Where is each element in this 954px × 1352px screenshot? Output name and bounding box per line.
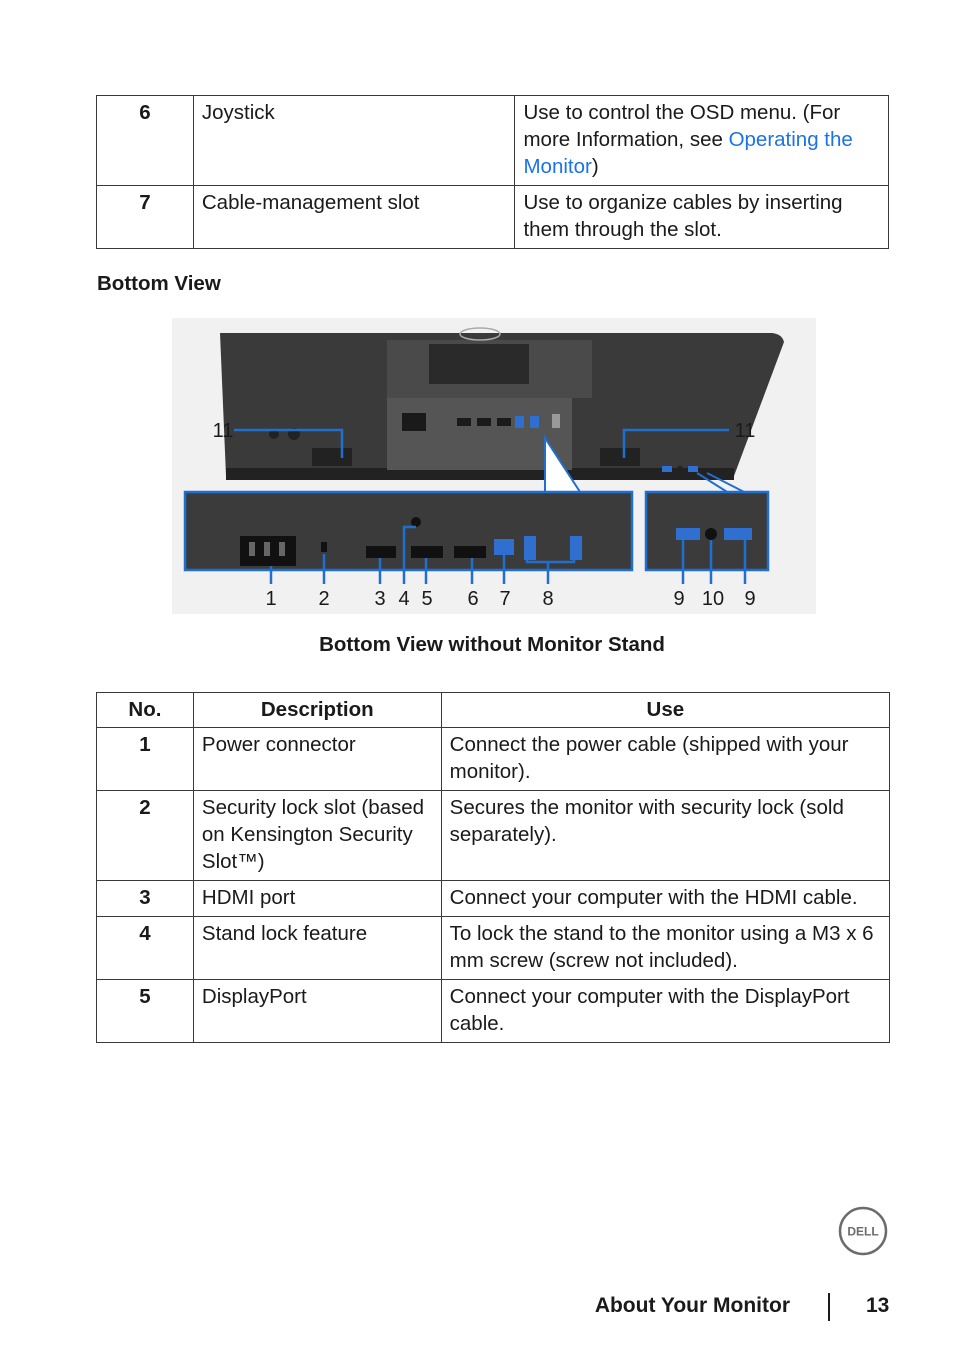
dell-logo-icon: DELL: [838, 1206, 888, 1256]
callout-9-right: 9: [744, 588, 755, 610]
row-number: 4: [96, 916, 194, 980]
hdmi-port-icon: [366, 546, 396, 558]
callout-1: 1: [265, 588, 276, 610]
security-lock-slot-icon: [321, 542, 327, 552]
table-row: 2 Security lock slot (based on Kensingto…: [96, 790, 891, 881]
callout-10: 10: [702, 588, 724, 610]
row-use: Use to organize cables by inserting them…: [514, 185, 889, 249]
callout-7: 7: [499, 588, 510, 610]
callout-5: 5: [421, 588, 432, 610]
row-use-text-end: ): [591, 155, 599, 178]
row-number: 6: [96, 95, 194, 186]
row-use: Connect your computer with the HDMI cabl…: [440, 880, 891, 917]
callout-3: 3: [374, 588, 385, 610]
callout-11-left: 11: [213, 420, 234, 442]
row-use: To lock the stand to the monitor using a…: [440, 916, 891, 980]
callout-2: 2: [318, 588, 329, 610]
row-description: Stand lock feature: [192, 916, 442, 980]
feature-table-continued: 6 Joystick Use to control the OSD menu. …: [96, 95, 889, 249]
callout-11-right: 11: [735, 420, 756, 442]
row-use: Connect the power cable (shipped with yo…: [440, 727, 891, 791]
row-number: 1: [96, 727, 194, 791]
monitor-bottom-view-illustration: 1 2 3 4 5 6 7 8 9 10 9 11 11: [172, 318, 816, 614]
operating-monitor-link[interactable]: Operating the Monitor: [523, 128, 853, 178]
row-description: HDMI port: [192, 880, 442, 917]
table-row: 6 Joystick Use to control the OSD menu. …: [96, 95, 889, 186]
row-use: Use to control the OSD menu. (For more I…: [514, 95, 889, 186]
usb-a-port-2-icon: [724, 528, 752, 540]
usb-a-port-icon: [676, 528, 700, 540]
row-description: Security lock slot (based on Kensington …: [192, 790, 442, 881]
row-number: 3: [96, 880, 194, 917]
usb-c-port-icon: [524, 536, 536, 560]
table-row: 5 DisplayPort Connect your computer with…: [96, 979, 891, 1043]
page-number: 13: [866, 1294, 890, 1317]
callout-9: 9: [673, 588, 684, 610]
dell-emblem-icon: [459, 327, 501, 341]
figure-caption: Bottom View without Monitor Stand: [319, 633, 665, 656]
row-use-text: Use to control the OSD menu. (For more I…: [523, 101, 841, 151]
header-use: Use: [440, 692, 891, 728]
row-description: Cable-management slot: [192, 185, 516, 249]
row-use: Connect your computer with the DisplayPo…: [440, 979, 891, 1043]
row-number: 7: [96, 185, 194, 249]
table-row: 1 Power connector Connect the power cabl…: [96, 727, 891, 791]
header-no: No.: [96, 692, 194, 728]
row-number: 2: [96, 790, 194, 881]
audio-jack-icon: [705, 528, 717, 540]
header-description: Description: [192, 692, 442, 728]
bottom-view-table: No. Description Use 1 Power connector Co…: [96, 692, 891, 1043]
row-description: Joystick: [192, 95, 516, 186]
dell-logo-text: DELL: [847, 1225, 878, 1239]
footer-divider: [828, 1293, 830, 1321]
displayport-2-icon: [454, 546, 486, 558]
displayport-icon: [411, 546, 443, 558]
footer-section-title: About Your Monitor: [594, 1294, 790, 1317]
row-number: 5: [96, 979, 194, 1043]
row-description: DisplayPort: [192, 979, 442, 1043]
callout-6: 6: [467, 588, 478, 610]
section-heading: Bottom View: [97, 272, 221, 295]
usb-upstream-icon: [494, 539, 514, 555]
callout-8: 8: [542, 588, 553, 610]
table-header-row: No. Description Use: [96, 692, 891, 728]
usb-port-icon: [570, 536, 582, 560]
row-description: Power connector: [192, 727, 442, 791]
callout-4: 4: [398, 588, 409, 610]
row-use: Secures the monitor with security lock (…: [440, 790, 891, 881]
table-row: 4 Stand lock feature To lock the stand t…: [96, 916, 891, 980]
table-row: 3 HDMI port Connect your computer with t…: [96, 880, 891, 917]
table-row: 7 Cable-management slot Use to organize …: [96, 185, 889, 249]
stand-lock-icon: [411, 517, 421, 527]
